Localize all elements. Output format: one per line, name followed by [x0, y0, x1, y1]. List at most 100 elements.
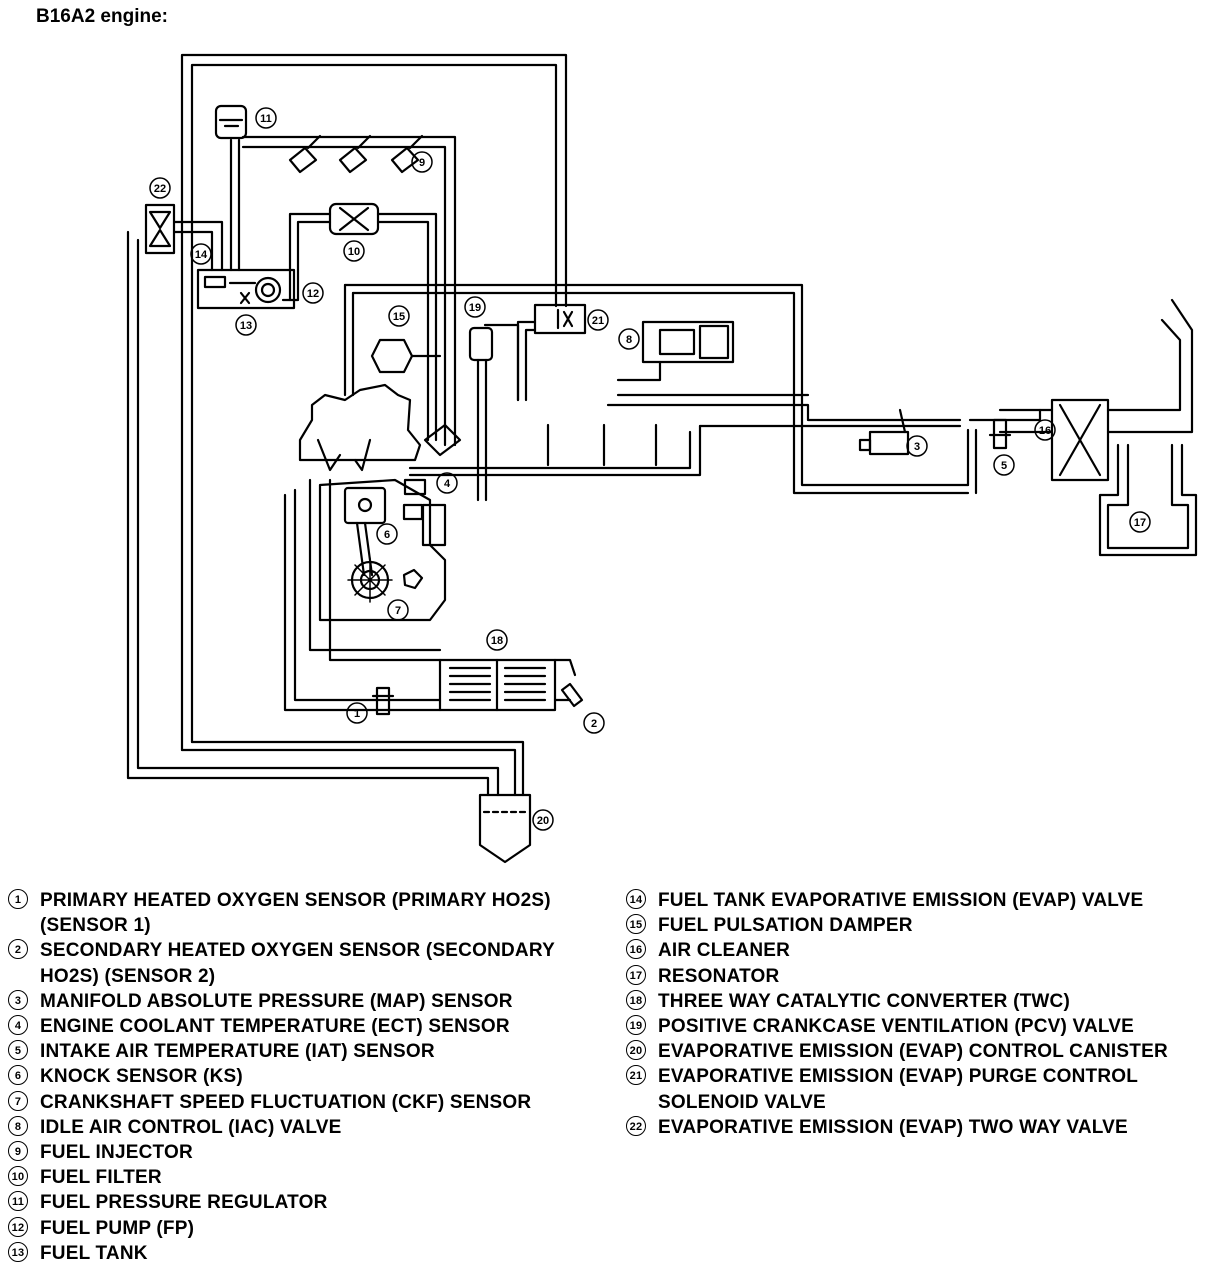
- oxygen-sensor-2: [560, 682, 584, 708]
- legend-left-column: 1 PRIMARY HEATED OXYGEN SENSOR (PRIMARY H…: [8, 888, 608, 1266]
- legend-number: 16: [626, 939, 646, 960]
- legend-item: 7 CRANKSHAFT SPEED FLUCTUATION (CKF) SENS…: [8, 1090, 608, 1115]
- legend-number: 7: [8, 1090, 28, 1111]
- two-way-valve-22: [144, 203, 176, 255]
- callout-number: 14: [195, 249, 208, 261]
- legend-number: 18: [626, 989, 646, 1010]
- legend-item: 8 IDLE AIR CONTROL (IAC) VALVE: [8, 1115, 608, 1140]
- legend-text: THREE WAY CATALYTIC CONVERTER (TWC): [658, 990, 1070, 1012]
- legend-number: 8: [8, 1115, 28, 1136]
- callout-number: 19: [469, 302, 481, 314]
- legend-text: POSITIVE CRANKCASE VENTILATION (PCV) VAL…: [658, 1016, 1135, 1038]
- legend-item: 2 SECONDARY HEATED OXYGEN SENSOR (SECONDA…: [8, 938, 608, 988]
- legend-text: EVAPORATIVE EMISSION (EVAP) CONTROL CANI…: [658, 1041, 1168, 1063]
- legend-number: 10: [8, 1166, 28, 1187]
- legend-text: FUEL TANK: [40, 1242, 148, 1264]
- callout-number: 2: [591, 718, 597, 730]
- legend-text: IDLE AIR CONTROL (IAC) VALVE: [40, 1116, 342, 1138]
- callout-number: 10: [348, 246, 360, 258]
- legend-text: SECONDARY HEATED OXYGEN SENSOR (SECONDAR…: [40, 940, 555, 987]
- legend-number: 15: [626, 914, 646, 935]
- legend-number: 1: [8, 889, 28, 909]
- legend-text: FUEL PRESSURE REGULATOR: [40, 1192, 328, 1214]
- legend-item: 14 FUEL TANK EVAPORATIVE EMISSION (EVAP) …: [626, 888, 1226, 913]
- legend-right-column: 14 FUEL TANK EVAPORATIVE EMISSION (EVAP) …: [626, 888, 1226, 1140]
- callout-number: 3: [914, 441, 920, 453]
- legend-item: 13 FUEL TANK: [8, 1241, 608, 1266]
- legend-item: 16 AIR CLEANER: [626, 938, 1226, 963]
- callout-number: 13: [240, 320, 252, 332]
- legend-number: 19: [626, 1015, 646, 1036]
- legend-number: 2: [8, 939, 28, 960]
- engine-system-diagram: 1 2 3 4 5 6 7 8 9 10 11 12 13 14 15 16 1…: [126, 53, 1198, 864]
- legend-number: 3: [8, 989, 28, 1010]
- legend-text: INTAKE AIR TEMPERATURE (IAT) SENSOR: [40, 1041, 435, 1063]
- callout-number: 15: [393, 311, 405, 323]
- legend-text: EVAPORATIVE EMISSION (EVAP) PURGE CONTRO…: [658, 1066, 1138, 1113]
- legend-number: 22: [626, 1115, 646, 1136]
- legend-item: 22 EVAPORATIVE EMISSION (EVAP) TWO WAY VA…: [626, 1115, 1226, 1140]
- callout-markers: 1 2 3 4 5 6 7 8 9 10 11 12 13 14 15 16 1…: [149, 107, 1151, 831]
- legend-number: 20: [626, 1040, 646, 1061]
- callout-number: 17: [1134, 517, 1146, 529]
- legend-item: 19 POSITIVE CRANKCASE VENTILATION (PCV) V…: [626, 1014, 1226, 1039]
- legend-text: FUEL FILTER: [40, 1167, 162, 1189]
- fuel-pulsation-damper-15: [370, 338, 442, 374]
- callout-number: 9: [419, 157, 425, 169]
- crank-sprocket-7: [347, 557, 393, 603]
- legend-item: 18 THREE WAY CATALYTIC CONVERTER (TWC): [626, 989, 1226, 1014]
- map-sensor-3: [858, 408, 910, 456]
- callout-number: 5: [1001, 460, 1007, 472]
- air-cleaner-16: [1050, 398, 1110, 482]
- fuel-filter-10: [328, 202, 380, 236]
- legend-text: EVAPORATIVE EMISSION (EVAP) TWO WAY VALV…: [658, 1116, 1128, 1138]
- iat-sensor-5: [988, 418, 1012, 450]
- catalytic-converter-18: [438, 658, 557, 712]
- callout-number: 21: [592, 315, 604, 327]
- legend-item: 1 PRIMARY HEATED OXYGEN SENSOR (PRIMARY H…: [8, 888, 608, 938]
- fuel-tank-13: [196, 268, 296, 310]
- fuel-and-vapor-lines: [126, 53, 1198, 797]
- legend-number: 5: [8, 1040, 28, 1061]
- legend-text: FUEL INJECTOR: [40, 1142, 193, 1164]
- legend-item: 10 FUEL FILTER: [8, 1165, 608, 1190]
- legend-text: KNOCK SENSOR (KS): [40, 1066, 243, 1088]
- callout-number: 8: [626, 334, 632, 346]
- evap-canister-20: [478, 793, 532, 864]
- callout-number: 20: [537, 815, 549, 827]
- purge-solenoid-21: [533, 303, 587, 335]
- legend-number: 4: [8, 1015, 28, 1036]
- legend-item: 4 ENGINE COOLANT TEMPERATURE (ECT) SENSOR: [8, 1014, 608, 1039]
- callout-number: 12: [307, 288, 319, 300]
- legend-text: FUEL TANK EVAPORATIVE EMISSION (EVAP) VA…: [658, 890, 1144, 911]
- legend-item: 15 FUEL PULSATION DAMPER: [626, 913, 1226, 938]
- legend-text: FUEL PUMP (FP): [40, 1217, 195, 1239]
- legend-text: MANIFOLD ABSOLUTE PRESSURE (MAP) SENSOR: [40, 990, 513, 1012]
- diagram-title: B16A2 engine:: [36, 6, 168, 27]
- legend-text: FUEL PULSATION DAMPER: [658, 915, 913, 937]
- legend-text: AIR CLEANER: [658, 940, 791, 962]
- engine-block: [298, 383, 447, 622]
- fuel-pressure-regulator-11: [214, 104, 248, 140]
- legend-text: PRIMARY HEATED OXYGEN SENSOR (PRIMARY HO…: [40, 890, 551, 937]
- pcv-valve-19: [468, 326, 494, 362]
- oxygen-sensor-1: [371, 686, 395, 716]
- legend-item: 20 EVAPORATIVE EMISSION (EVAP) CONTROL CA…: [626, 1039, 1226, 1064]
- callout-number: 1: [354, 708, 360, 720]
- iac-valve-8: [616, 320, 735, 382]
- legend-text: ENGINE COOLANT TEMPERATURE (ECT) SENSOR: [40, 1016, 510, 1038]
- legend-number: 14: [626, 889, 646, 909]
- callout-number: 18: [491, 635, 503, 647]
- callout-number: 16: [1039, 425, 1051, 437]
- callout-number: 7: [395, 605, 401, 617]
- legend-text: CRANKSHAFT SPEED FLUCTUATION (CKF) SENSO…: [40, 1091, 532, 1113]
- legend-number: 13: [8, 1241, 28, 1262]
- callout-number: 22: [154, 183, 166, 195]
- fuel-injectors-9: [288, 134, 424, 174]
- legend-item: 3 MANIFOLD ABSOLUTE PRESSURE (MAP) SENSOR: [8, 989, 608, 1014]
- engine-sensors: [402, 423, 462, 590]
